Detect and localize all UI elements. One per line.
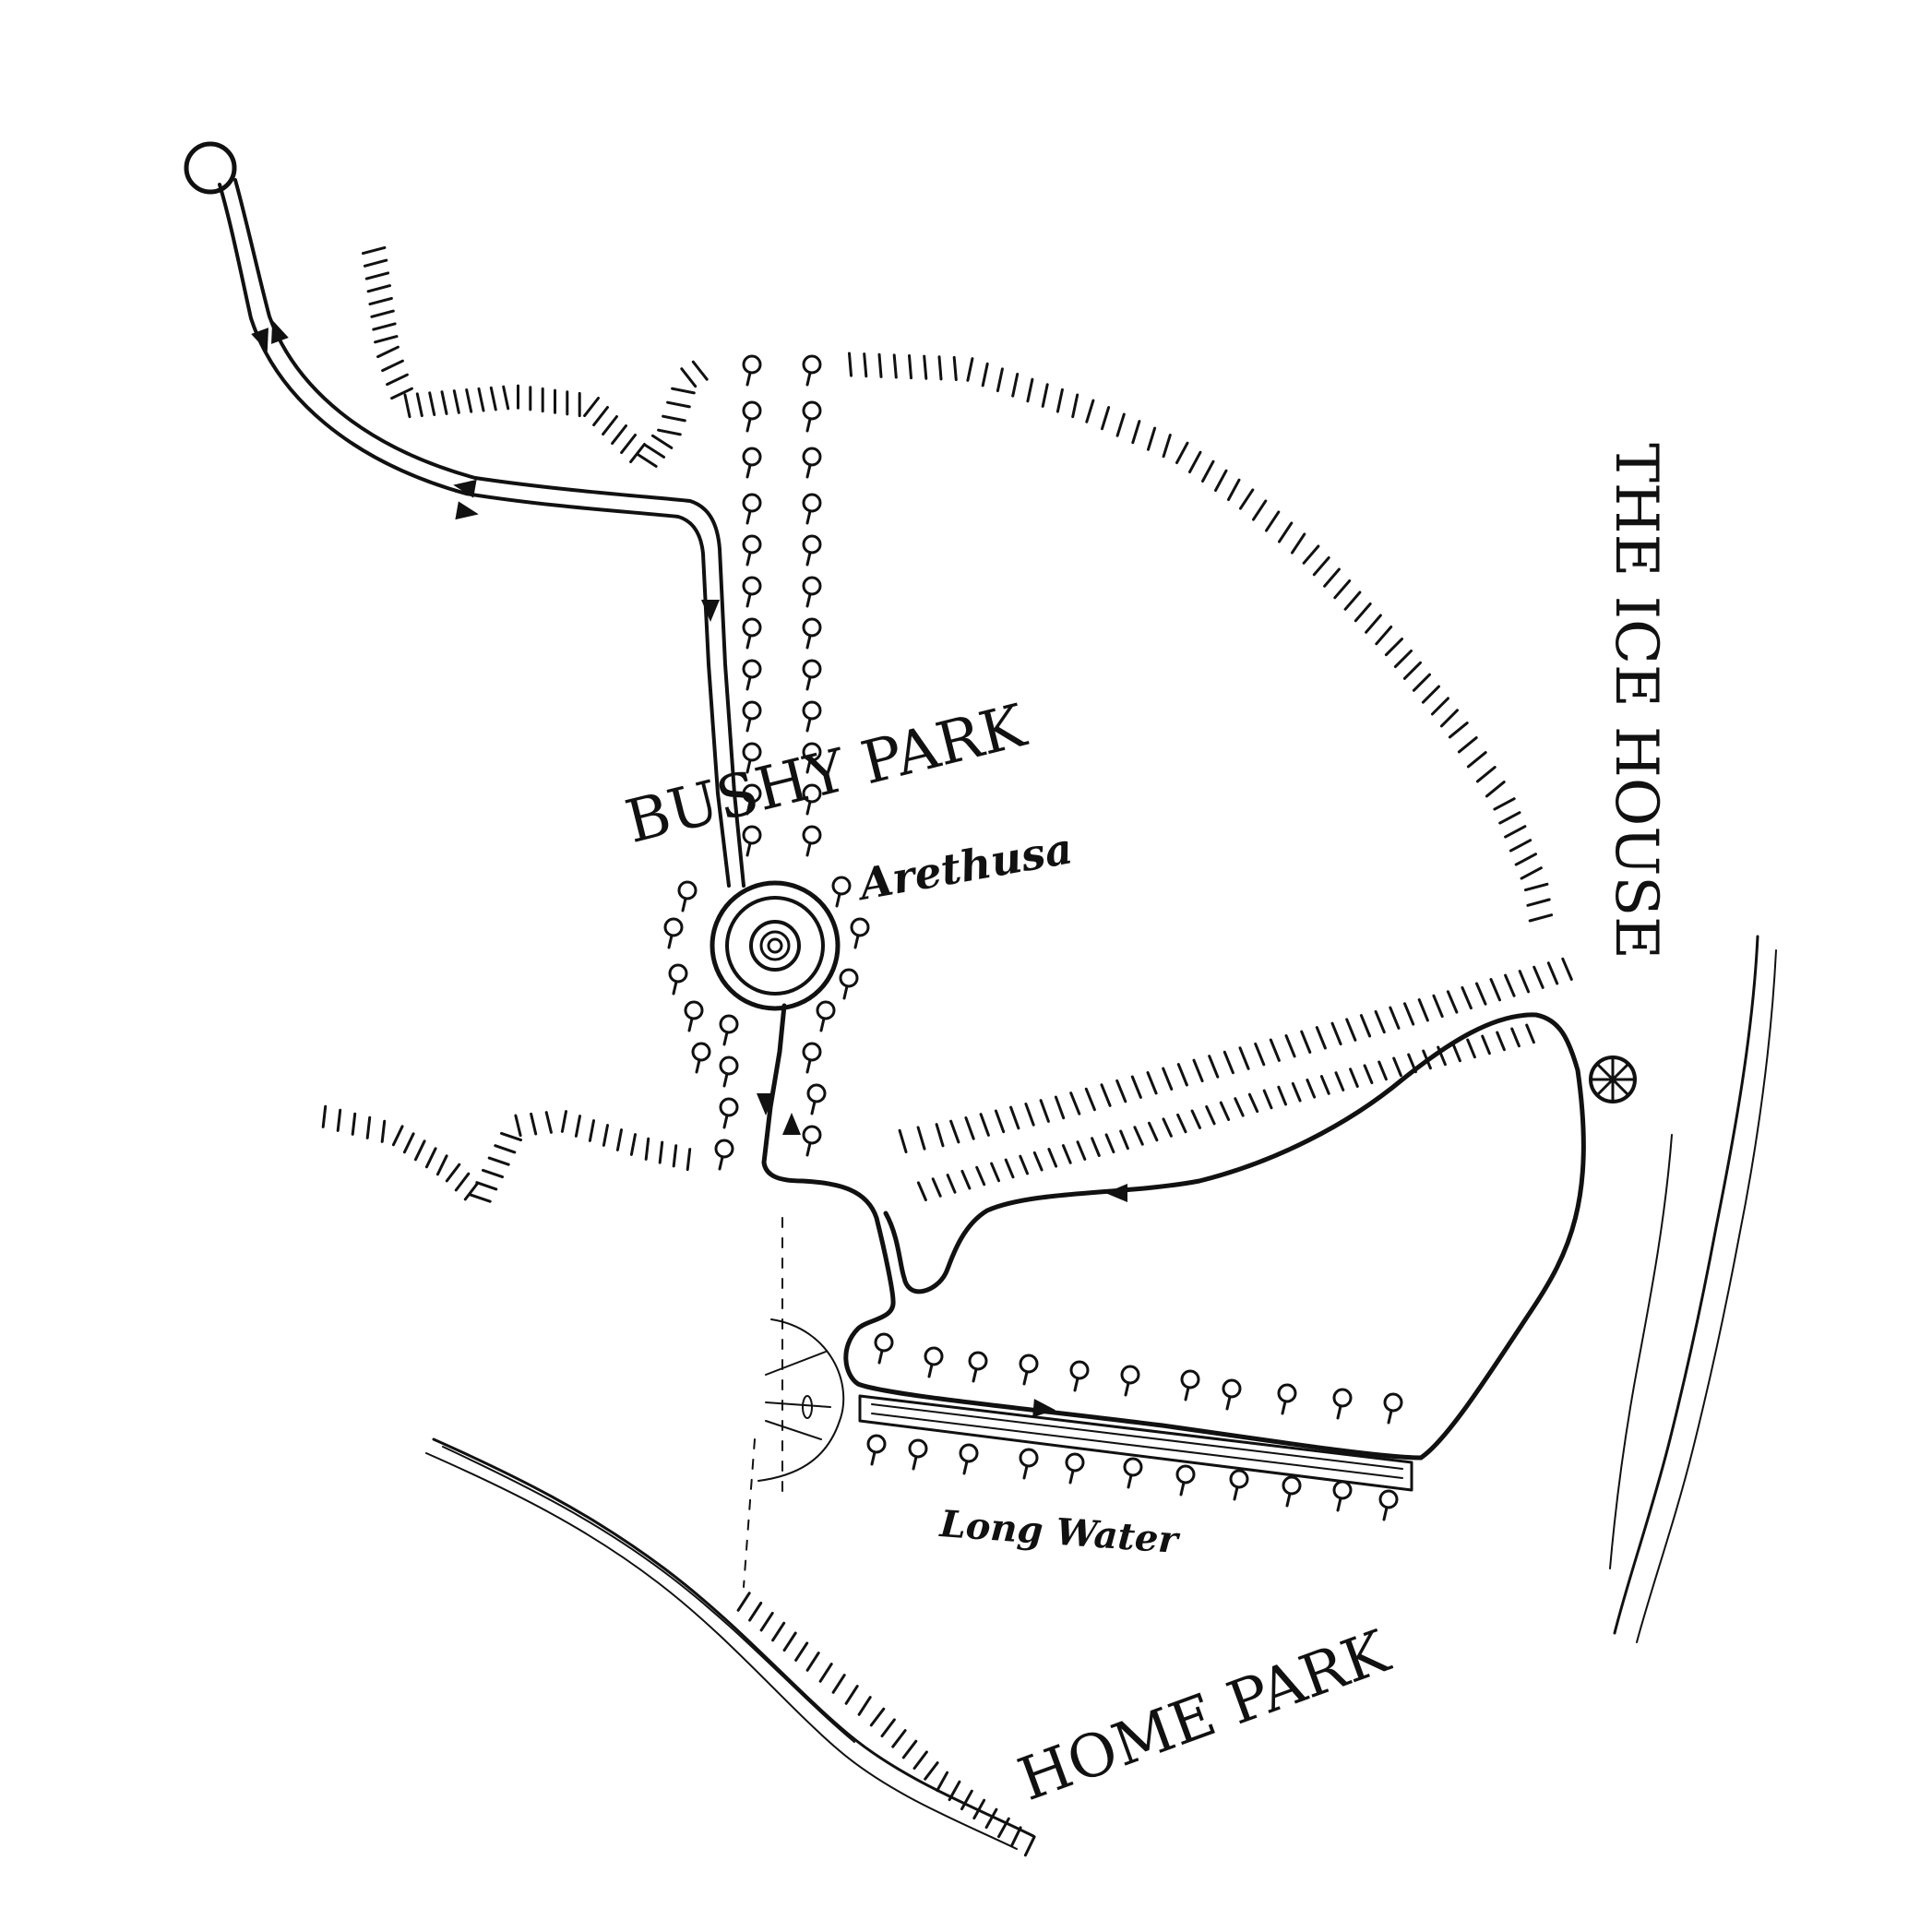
tree-lollipop-icon (802, 447, 822, 479)
circle-start-marker-icon (184, 141, 237, 195)
tree-lollipop-icon (742, 493, 762, 525)
semicircle-feature (757, 1318, 845, 1482)
tree-lollipop-icon (1277, 1383, 1297, 1415)
tree-lollipop-icon (742, 534, 762, 566)
tree-lollipop-icon (663, 917, 684, 949)
hatch-north-west (362, 245, 709, 468)
tree-lollipop-icon (742, 354, 762, 387)
triangle-arrow-icon (757, 1093, 775, 1115)
tree-lollipop-icon (816, 1000, 836, 1032)
tree-lollipop-icon (1332, 1480, 1353, 1512)
tree-lollipop-icon (684, 1000, 704, 1032)
triangle-arrow-icon (455, 501, 479, 520)
tree-lollipop-icon (802, 1042, 822, 1074)
tree-lollipop-icon (850, 917, 870, 949)
tree-lollipop-icon (1019, 1354, 1039, 1386)
triangle-arrow-icon (251, 328, 268, 352)
tree-lollipop-icon (908, 1438, 928, 1471)
tree-lollipop-icon (802, 700, 822, 733)
tree-lollipop-icon (742, 742, 762, 774)
tree-lollipop-icon (742, 576, 762, 608)
triangle-arrow-icon (1032, 1399, 1055, 1418)
triangle-arrow-icon (1105, 1184, 1127, 1202)
tree-lollipop-icon (1383, 1392, 1403, 1425)
tree-lollipop-icon (802, 534, 822, 566)
tree-lollipop-icon (802, 493, 822, 525)
tree-lollipop-icon (802, 742, 822, 774)
hatch-north-east (848, 352, 1554, 923)
tree-lollipop-icon (1019, 1448, 1039, 1480)
tree-lollipop-icon (668, 963, 688, 996)
tree-lollipop-icon (802, 617, 822, 650)
tree-lollipop-icon (802, 576, 822, 608)
tree-lollipop-icon (924, 1346, 944, 1378)
triangle-arrow-icon (701, 600, 720, 622)
tree-lollipop-icon (802, 400, 822, 433)
tree-lollipop-icon (1069, 1360, 1090, 1392)
tree-lollipop-icon (1180, 1369, 1200, 1401)
tree-lollipop-icon (1123, 1457, 1143, 1489)
tree-lollipop-icon (677, 880, 698, 912)
tree-lollipop-icon (1222, 1378, 1242, 1411)
tree-lollipop-icon (719, 1014, 739, 1046)
dashed-boundary (743, 1217, 783, 1588)
tree-lollipop-icon (742, 617, 762, 650)
tree-lollipop-icon (742, 400, 762, 433)
tree-lollipop-icon (802, 1125, 822, 1157)
tree-lollipop-icon (742, 447, 762, 479)
tree-lollipop-icon (1282, 1475, 1302, 1508)
river-bank-right (1609, 935, 1777, 1643)
tree-lollipop-icon (1065, 1452, 1085, 1485)
tree-lollipop-icon (802, 659, 822, 691)
route-double-line (218, 178, 745, 888)
tree-lollipop-icon (959, 1443, 979, 1475)
tree-rows (663, 354, 1403, 1521)
tree-lollipop-icon (1175, 1464, 1196, 1497)
tree-lollipop-icon (742, 700, 762, 733)
ice-house-label: THE ICE HOUSE (1602, 443, 1670, 960)
tree-lollipop-icon (866, 1434, 887, 1466)
tree-lollipop-icon (968, 1351, 988, 1383)
triangle-arrow-icon (453, 479, 477, 498)
tree-lollipop-icon (806, 1083, 827, 1115)
tree-lollipop-icon (719, 1097, 739, 1129)
spoked-wheel-icon (1589, 1055, 1637, 1103)
triangle-arrow-icon (271, 319, 289, 344)
tree-lollipop-icon (742, 783, 762, 816)
tree-lollipop-icon (691, 1042, 711, 1074)
hatch-home-park-west (736, 1592, 1036, 1857)
tree-lollipop-icon (802, 354, 822, 387)
tree-lollipop-icon (1378, 1489, 1399, 1521)
tree-lollipop-icon (839, 968, 859, 1000)
direction-arrows (251, 319, 1127, 1418)
tree-lollipop-icon (802, 783, 822, 816)
hatch-south-west (321, 1104, 692, 1203)
tree-lollipop-icon (714, 1139, 734, 1171)
tree-lollipop-icon (742, 825, 762, 857)
park-boundary-hatching (321, 245, 1573, 1857)
concentric-ring-fountain-icon (710, 880, 841, 1011)
route-single-line (761, 1003, 1586, 1461)
hatch-inner-south (898, 957, 1573, 1153)
river-bank-left (425, 1437, 1035, 1850)
tree-lollipop-icon (802, 825, 822, 857)
hatch-inner-south-2 (916, 1023, 1535, 1201)
long-water-canal (858, 1394, 1413, 1492)
tree-lollipop-icon (719, 1055, 739, 1088)
triangle-arrow-icon (782, 1113, 801, 1135)
tree-lollipop-icon (831, 876, 852, 908)
tree-lollipop-icon (1120, 1365, 1140, 1397)
tree-lollipop-icon (1332, 1388, 1353, 1420)
tree-lollipop-icon (1229, 1469, 1249, 1501)
tree-lollipop-icon (742, 659, 762, 691)
tree-lollipop-icon (874, 1332, 894, 1365)
